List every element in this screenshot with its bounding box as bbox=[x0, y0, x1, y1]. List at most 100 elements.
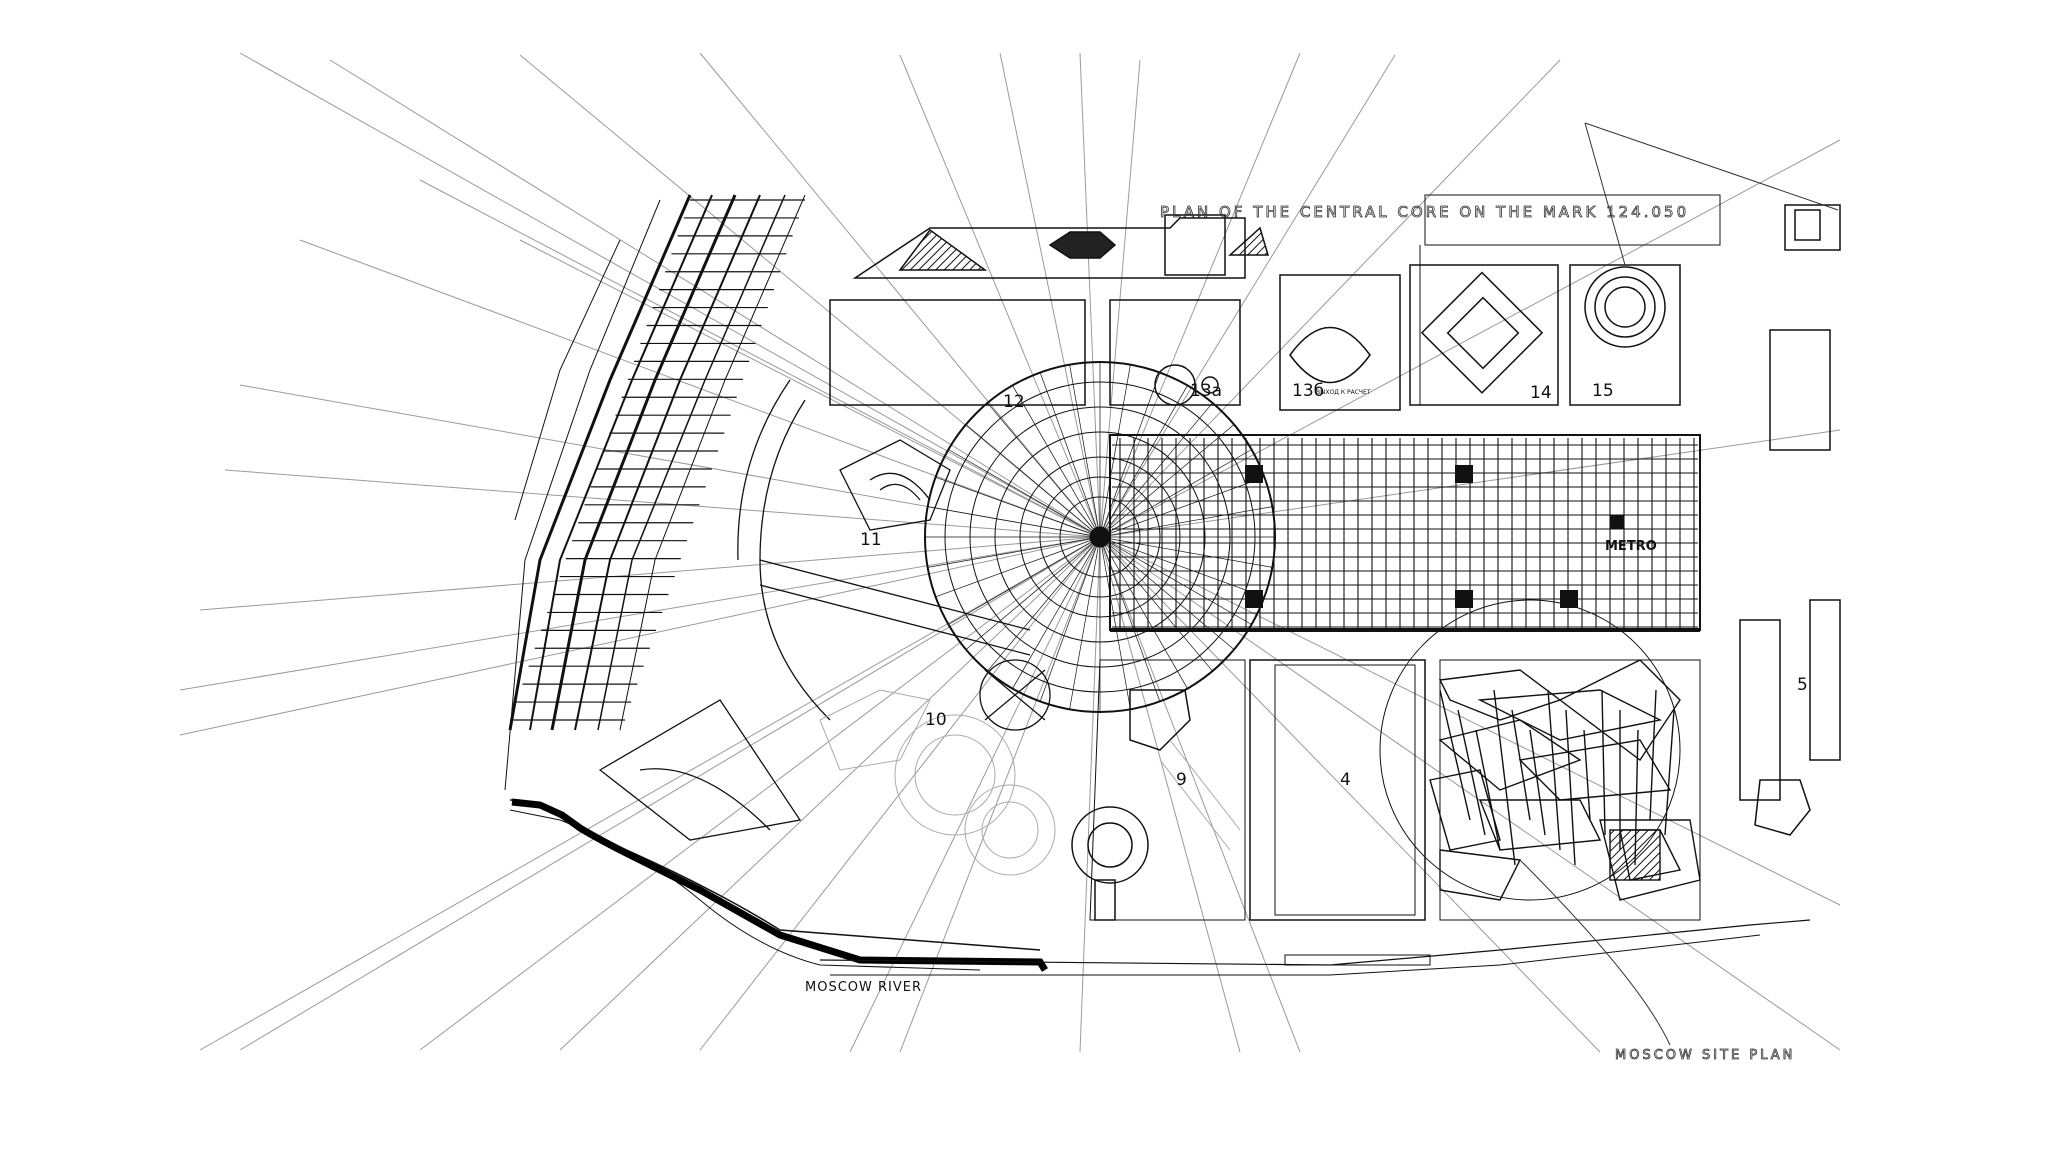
sight-line bbox=[224, 469, 1101, 538]
sculpture-strut bbox=[1583, 729, 1591, 821]
sculpture-core bbox=[1609, 829, 1661, 881]
sculpture-strut bbox=[1664, 709, 1675, 836]
rotunda-spoke bbox=[1099, 536, 1213, 672]
sight-line bbox=[1099, 536, 1301, 1053]
rotunda-spoke bbox=[948, 449, 1101, 538]
rotunda-spoke bbox=[1012, 536, 1101, 689]
moscow-river-label: MOSCOW RIVER bbox=[805, 980, 922, 995]
rotunda-spoke bbox=[1039, 536, 1101, 702]
sculpture-facet bbox=[1429, 769, 1501, 851]
sculpture-facet bbox=[1478, 799, 1602, 851]
park-ghost-features bbox=[819, 689, 1241, 876]
sculpture-facet bbox=[1477, 689, 1663, 741]
radiating-sight-lines bbox=[179, 52, 1841, 1053]
rotunda-spoke bbox=[1099, 536, 1273, 568]
rotunda-spoke bbox=[927, 506, 1101, 538]
rotunda-spoke bbox=[965, 424, 1101, 538]
sculpture-facet bbox=[1518, 739, 1672, 801]
rotunda-spoke bbox=[1099, 536, 1131, 710]
sculpture-strut bbox=[1457, 709, 1486, 836]
exit-note: ВЫХОД К РАСЧЕТ bbox=[1316, 389, 1371, 396]
sight-line bbox=[519, 239, 1101, 538]
sculpture-facet bbox=[1439, 849, 1522, 901]
central-core-grid bbox=[1109, 434, 1701, 632]
railway-corridor bbox=[504, 194, 806, 791]
plot-label-10: 10 bbox=[925, 710, 947, 730]
sight-line bbox=[999, 52, 1101, 538]
rotunda-spoke bbox=[987, 402, 1101, 538]
plot-label-13b: 13б bbox=[1292, 381, 1324, 401]
sculpture-strut bbox=[1547, 689, 1561, 851]
sight-line bbox=[1099, 536, 1241, 1053]
rotunda-spoke bbox=[1012, 385, 1101, 538]
sculpture-strut bbox=[1649, 689, 1657, 821]
rotunda-spoke bbox=[1069, 536, 1101, 710]
sight-line bbox=[179, 536, 1101, 736]
sculpture-strut bbox=[1529, 729, 1546, 836]
sight-line bbox=[849, 536, 1101, 1053]
rotunda-spoke bbox=[1069, 364, 1101, 538]
drawing-labels: 4 5 9 10 11 12 13а 13б 14 15 ВЫХОД К РАС… bbox=[805, 203, 1808, 1064]
rotunda-hub bbox=[1089, 526, 1111, 548]
sight-line bbox=[559, 536, 1101, 1051]
site-plan-caption: MOSCOW SITE PLAN bbox=[1615, 1048, 1795, 1063]
plot-label-9: 9 bbox=[1176, 770, 1187, 790]
rotunda-spoke bbox=[1039, 372, 1101, 538]
sight-line bbox=[419, 179, 1101, 538]
rotunda-spoke bbox=[927, 536, 1101, 568]
rotunda-spoke bbox=[1099, 364, 1131, 538]
sculpture-strut bbox=[1565, 709, 1576, 866]
sight-line bbox=[519, 54, 1101, 538]
sculpture-strut bbox=[1601, 689, 1606, 836]
sculpture-facet bbox=[1438, 719, 1582, 791]
sight-line bbox=[899, 536, 1101, 1053]
sight-line bbox=[1079, 52, 1101, 538]
view-cone-lines bbox=[1519, 122, 1839, 1046]
rotunda-spoke bbox=[1099, 424, 1235, 538]
plot-label-13a: 13а bbox=[1190, 381, 1222, 401]
sight-line bbox=[299, 239, 1101, 538]
sculpture-strut bbox=[1511, 709, 1531, 821]
sculpture-strut bbox=[1439, 689, 1471, 821]
plot-label-14: 14 bbox=[1530, 383, 1552, 403]
north-buildings bbox=[829, 194, 1841, 451]
sight-line bbox=[419, 536, 1101, 1051]
sight-line bbox=[239, 536, 1101, 1051]
sight-line bbox=[699, 536, 1101, 1051]
plan-title: PLAN OF THE CENTRAL CORE ON THE MARK 124… bbox=[1160, 203, 1689, 221]
angular-sculpture-cluster bbox=[1429, 659, 1701, 901]
sculpture-facet bbox=[1438, 669, 1562, 721]
sculpture-strut bbox=[1475, 729, 1501, 851]
river-embankment bbox=[509, 798, 1811, 976]
sight-line bbox=[199, 536, 1101, 1051]
rotunda-spoke bbox=[1099, 385, 1188, 538]
rotunda-spoke bbox=[1099, 506, 1273, 538]
metro-label: METRO bbox=[1605, 539, 1657, 554]
sight-line bbox=[1099, 536, 1601, 1053]
sight-line bbox=[899, 54, 1101, 538]
plot-label-11: 11 bbox=[860, 530, 882, 550]
rotunda-spoke bbox=[965, 536, 1101, 650]
rotunda-spoke bbox=[935, 476, 1101, 538]
sight-line bbox=[1099, 536, 1841, 1051]
sculpture-facet bbox=[1558, 659, 1681, 762]
plot-label-12: 12 bbox=[1003, 392, 1025, 412]
sight-line bbox=[1099, 54, 1396, 538]
sight-line bbox=[1099, 59, 1561, 538]
sight-line bbox=[199, 536, 1101, 611]
sight-line bbox=[1099, 139, 1841, 538]
rotunda-spoke bbox=[948, 536, 1101, 625]
rotunda-spoke bbox=[1099, 536, 1265, 598]
park-paths bbox=[598, 379, 1051, 841]
sculpture-strut bbox=[1493, 689, 1516, 866]
sight-line bbox=[1099, 536, 1841, 906]
plot-label-15: 15 bbox=[1592, 381, 1614, 401]
plot-label-4: 4 bbox=[1340, 770, 1351, 790]
plot-label-5: 5 bbox=[1797, 675, 1808, 695]
rotunda-spoke bbox=[935, 536, 1101, 598]
sight-line bbox=[239, 52, 1101, 538]
sight-line bbox=[1099, 52, 1301, 538]
south-plots bbox=[1071, 599, 1841, 921]
sight-line bbox=[1079, 536, 1101, 1053]
